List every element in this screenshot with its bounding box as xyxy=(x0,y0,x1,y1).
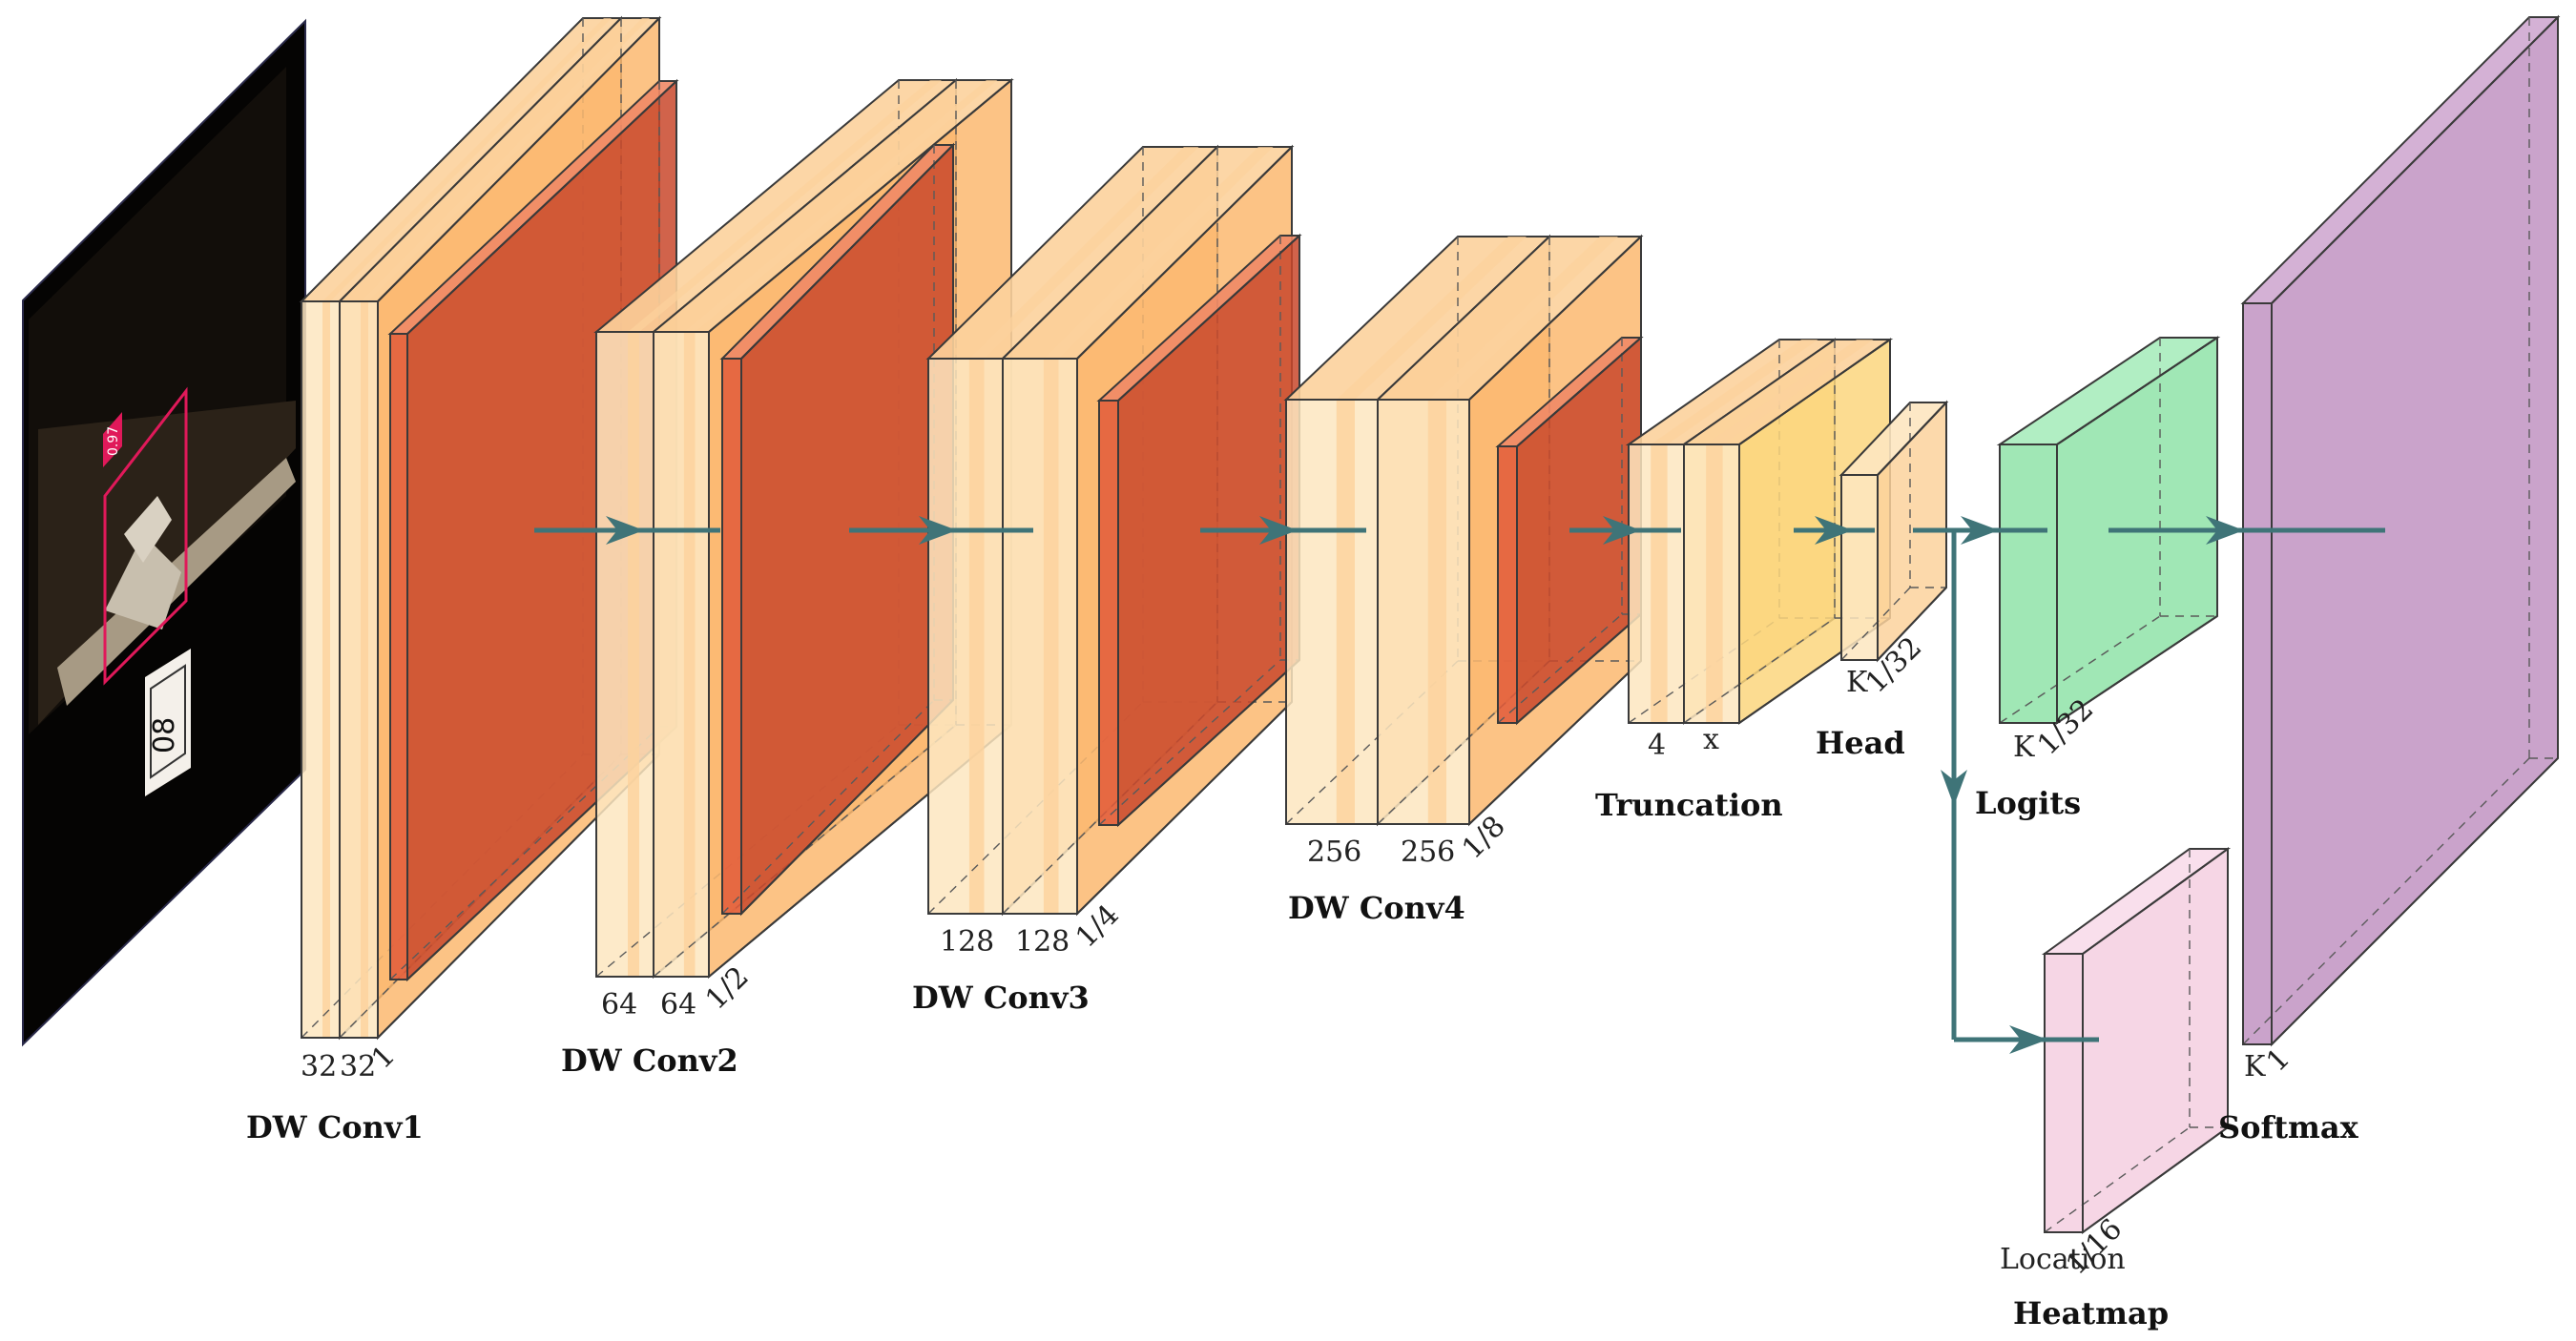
heatmap-dim-a: Location xyxy=(2000,1243,2126,1276)
conv3-dim-b: 128 xyxy=(1015,925,1070,959)
arrow-conv3-conv4 xyxy=(1200,516,1366,545)
head-title: Head xyxy=(1816,725,1905,761)
conv2-dim-a: 64 xyxy=(601,988,637,1021)
arrow-branch-heatmap xyxy=(1954,1025,2099,1054)
head-slab xyxy=(1839,400,1949,663)
arrow-logits-softmax xyxy=(2109,516,2385,545)
conv2-title: DW Conv2 xyxy=(561,1042,738,1079)
conv4-title: DW Conv4 xyxy=(1288,890,1465,926)
head-dim-a: K xyxy=(1846,666,1868,699)
logits-title: Logits xyxy=(1975,785,2081,821)
arrow-trunc-head xyxy=(1794,516,1875,545)
conv2-red-slab xyxy=(719,142,956,917)
arrow-branch-down xyxy=(1941,530,1967,1040)
arrow-conv2-conv3 xyxy=(849,516,1033,545)
conv2-dim-b: 64 xyxy=(660,988,696,1021)
softmax-dim-a: K xyxy=(2244,1050,2266,1083)
logits-dim-a: K xyxy=(2013,731,2035,764)
conv1-title: DW Conv1 xyxy=(246,1109,424,1145)
arrow-conv4-trunc xyxy=(1569,516,1681,545)
conv4-dim-a: 256 xyxy=(1307,836,1361,869)
conv3-dim-a: 128 xyxy=(940,925,994,959)
heatmap-title: Heatmap xyxy=(2013,1295,2169,1331)
softmax-slab xyxy=(2240,14,2561,1047)
trunc-dim-a: 4 xyxy=(1648,729,1666,762)
conv4-dim-b: 256 xyxy=(1401,836,1455,869)
trunc-title: Truncation xyxy=(1595,787,1783,823)
conv1-dim-b: 32 xyxy=(340,1050,376,1083)
softmax-title: Softmax xyxy=(2218,1109,2359,1145)
conv1-dim-a: 32 xyxy=(301,1050,337,1083)
bbox-tag-text: 0.97 xyxy=(106,426,121,456)
logits-slab xyxy=(1996,336,2221,725)
heatmap-slab xyxy=(2041,847,2232,1234)
conv3-title: DW Conv3 xyxy=(912,980,1090,1016)
arrow-conv1-conv2 xyxy=(534,516,720,545)
input-image: 0.97 08 xyxy=(22,18,306,1047)
trunc-dim-b: x xyxy=(1703,723,1719,756)
arrow-head-logits xyxy=(1913,516,2047,545)
plate-text: 08 xyxy=(148,717,181,753)
softmax-dim-b: 1 xyxy=(2260,1042,2296,1078)
